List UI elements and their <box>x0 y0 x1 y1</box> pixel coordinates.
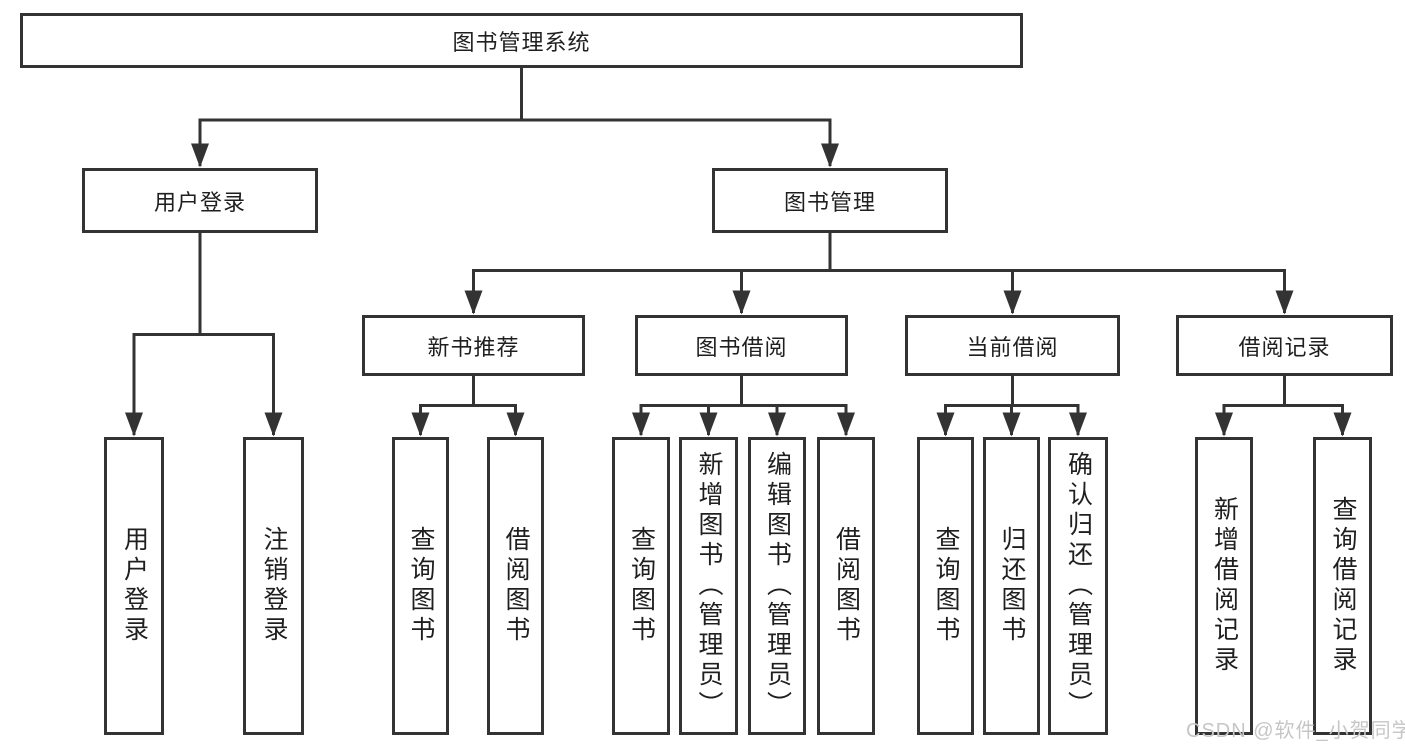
connector-book-management-to-level3 <box>464 233 1294 315</box>
leaf-logout: 注销登录 <box>243 437 304 735</box>
connector-user-login-to-leaves <box>125 233 283 437</box>
connector-book-borrowing-to-leaves <box>632 376 855 437</box>
leaf-bb-add-books-admin: 新增图书（管理员） <box>679 437 738 735</box>
leaf-bb-edit-books-admin: 编辑图书（管理员） <box>748 437 806 735</box>
leaf-cb-confirm-return-admin-label: 确认归还（管理员） <box>1064 451 1093 721</box>
leaf-nb-query-books-label: 查询图书 <box>407 526 435 646</box>
node-root: 图书管理系统 <box>20 13 1023 68</box>
leaf-bb-edit-books-admin-label: 编辑图书（管理员） <box>763 451 792 721</box>
node-book-borrowing-label: 图书借阅 <box>695 334 788 360</box>
leaf-br-add-record: 新增借阅记录 <box>1195 437 1253 735</box>
leaf-bb-borrow-books-label: 借阅图书 <box>832 526 861 646</box>
connector-borrowing-records-to-leaves <box>1215 376 1352 437</box>
leaf-br-add-record-label: 新增借阅记录 <box>1210 496 1239 676</box>
leaf-bb-borrow-books: 借阅图书 <box>817 437 875 735</box>
leaf-nb-borrow-books-label: 借阅图书 <box>502 526 530 646</box>
leaf-cb-confirm-return-admin: 确认归还（管理员） <box>1048 437 1108 735</box>
leaf-user-login-label: 用户登录 <box>120 526 149 646</box>
node-current-borrowing: 当前借阅 <box>905 315 1120 376</box>
leaf-br-query-record: 查询借阅记录 <box>1313 437 1372 735</box>
connector-new-book-recommendation-to-leaves <box>411 376 525 437</box>
node-current-borrowing-label: 当前借阅 <box>966 334 1059 360</box>
leaf-cb-query-books: 查询图书 <box>917 437 974 735</box>
node-book-borrowing: 图书借阅 <box>635 315 848 376</box>
leaf-user-login: 用户登录 <box>104 437 164 735</box>
connector-current-borrowing-to-leaves <box>936 376 1087 437</box>
connector-root-to-level2 <box>191 68 839 168</box>
leaf-bb-add-books-admin-label: 新增图书（管理员） <box>695 451 723 721</box>
leaf-logout-label: 注销登录 <box>260 526 288 646</box>
leaf-br-query-record-label: 查询借阅记录 <box>1329 496 1357 676</box>
node-book-management: 图书管理 <box>712 168 948 233</box>
node-book-management-label: 图书管理 <box>783 189 876 215</box>
leaf-bb-query-books: 查询图书 <box>612 437 670 735</box>
leaf-cb-return-books-label: 归还图书 <box>998 526 1026 646</box>
watermark-text: CSDN @软件_小贺同学 <box>1186 720 1405 742</box>
node-user-login: 用户登录 <box>82 168 318 233</box>
leaf-nb-query-books: 查询图书 <box>392 437 449 735</box>
leaf-cb-query-books-label: 查询图书 <box>932 526 960 646</box>
node-new-book-recommendation: 新书推荐 <box>362 315 585 376</box>
node-root-label: 图书管理系统 <box>452 29 591 55</box>
leaf-nb-borrow-books: 借阅图书 <box>487 437 544 735</box>
node-new-book-recommendation-label: 新书推荐 <box>427 334 520 360</box>
node-user-login-label: 用户登录 <box>153 189 246 215</box>
node-borrowing-records: 借阅记录 <box>1176 315 1393 376</box>
leaf-cb-return-books: 归还图书 <box>983 437 1040 735</box>
leaf-bb-query-books-label: 查询图书 <box>627 526 656 646</box>
node-borrowing-records-label: 借阅记录 <box>1238 334 1331 360</box>
